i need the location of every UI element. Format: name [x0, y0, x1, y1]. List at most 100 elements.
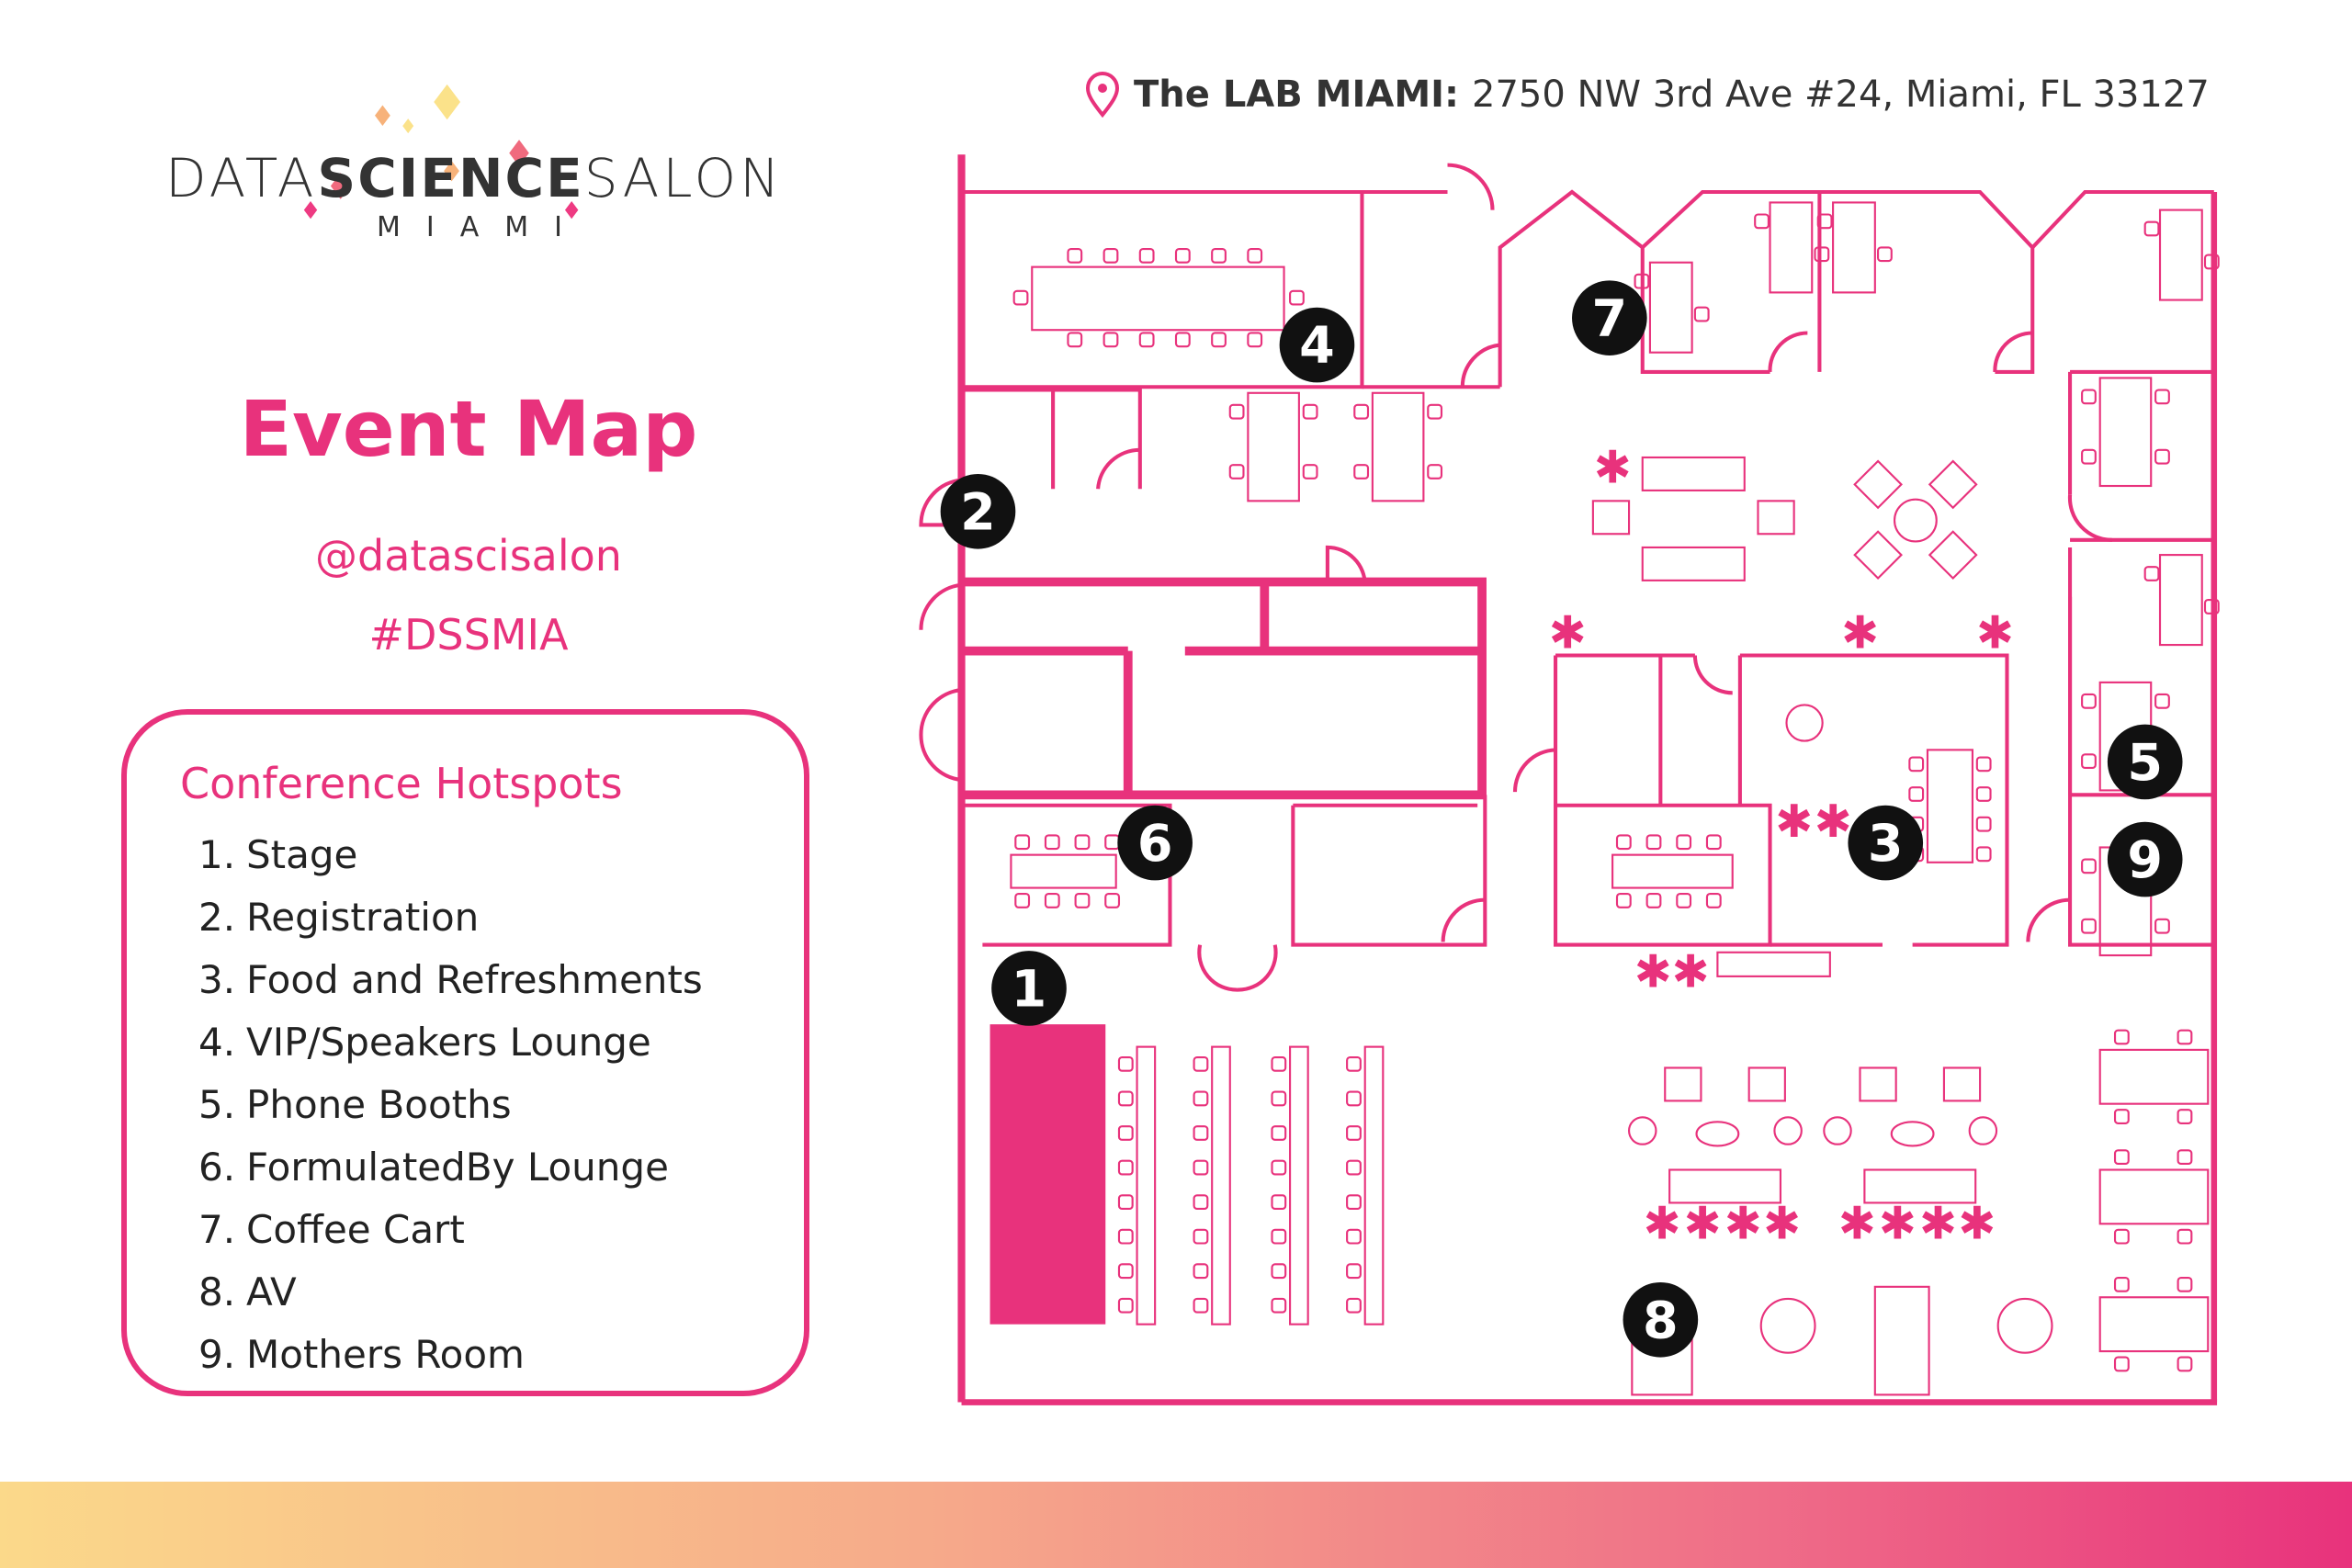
- chair: [1346, 1159, 1362, 1176]
- marker-number: 8: [1643, 1291, 1679, 1350]
- chair: [2081, 448, 2097, 465]
- marker-number: 5: [2127, 733, 2163, 793]
- chair: [1102, 247, 1119, 264]
- chair: [1346, 1228, 1362, 1245]
- chair: [1975, 846, 1992, 863]
- hotspot-label: FormulatedBy Lounge: [246, 1145, 669, 1190]
- chair: [2143, 220, 2160, 237]
- chair: [1814, 246, 1830, 263]
- logo-wordmark: DATASCIENCESALON: [165, 147, 784, 209]
- logo-diamond: [434, 84, 461, 120]
- chair: [2177, 1029, 2193, 1045]
- chair: [1117, 1159, 1134, 1176]
- chair: [1193, 1228, 1209, 1245]
- table: [1136, 1045, 1157, 1325]
- chair: [1975, 816, 1992, 832]
- marker-number: 1: [1012, 960, 1047, 1020]
- hotspot-label: Phone Booths: [246, 1082, 512, 1127]
- chair: [1228, 403, 1245, 420]
- hotspots-title: Conference Hotspots: [180, 759, 623, 808]
- chair: [1117, 1125, 1134, 1141]
- chair: [1174, 247, 1191, 264]
- chair: [1067, 247, 1083, 264]
- chair: [2154, 448, 2170, 465]
- hotspot-number: 5.: [198, 1082, 236, 1127]
- hotspot-marker-5[interactable]: 5: [2107, 724, 2183, 800]
- chair: [1228, 464, 1245, 479]
- venue-address: The LAB MIAMI: 2750 NW 3rd Ave #24, Miam…: [1084, 72, 2210, 118]
- hotspot-label: Registration: [246, 895, 480, 940]
- plant-icon: ✱: [1879, 1198, 1917, 1250]
- chair: [1044, 893, 1060, 908]
- table: [2158, 554, 2203, 647]
- table: [1247, 391, 1300, 502]
- table: [1832, 201, 1876, 294]
- chair: [2081, 918, 2097, 934]
- hotspot-item: 3.Food and Refreshments: [198, 957, 703, 1020]
- hotspot-number: 2.: [198, 895, 236, 940]
- table: [1926, 749, 1973, 863]
- hotspot-number: 1.: [198, 832, 236, 877]
- marker-number: 2: [960, 482, 996, 542]
- chair: [2154, 918, 2170, 934]
- chair: [1117, 1228, 1134, 1245]
- chair: [1012, 289, 1029, 306]
- chair: [1193, 1055, 1209, 1072]
- hotspot-marker-9[interactable]: 9: [2107, 821, 2183, 897]
- table: [1211, 1045, 1231, 1325]
- chair: [1138, 332, 1155, 348]
- hotspot-marker-8[interactable]: 8: [1623, 1281, 1699, 1358]
- plant-icon: ✱: [1976, 606, 2014, 659]
- marker-number: 6: [1137, 814, 1173, 874]
- map-pin-icon: [1085, 72, 1120, 118]
- chair: [1102, 332, 1119, 348]
- chair: [1271, 1228, 1287, 1245]
- marker-number: 9: [2127, 830, 2163, 890]
- table: [2158, 209, 2203, 301]
- chair: [2203, 254, 2220, 270]
- plant-icon: ✱: [1671, 945, 1709, 998]
- hotspot-marker-6[interactable]: 6: [1117, 805, 1193, 881]
- hotspot-marker-4[interactable]: 4: [1279, 307, 1355, 383]
- venue-street: 2750 NW 3rd Ave #24, Miami, FL 33127: [1472, 73, 2210, 116]
- chair: [2177, 1228, 2193, 1245]
- social-handle: @datascisalon: [315, 531, 622, 581]
- hotspot-number: 6.: [198, 1145, 236, 1190]
- hotspot-marker-2[interactable]: 2: [940, 473, 1016, 549]
- hotspot-number: 4.: [198, 1020, 236, 1065]
- chair: [1117, 1194, 1134, 1211]
- social-hashtag: #DSSMIA: [368, 610, 569, 660]
- hotspot-marker-7[interactable]: 7: [1572, 280, 1647, 355]
- plant-icon: ✱: [1724, 1198, 1762, 1250]
- plant-icon: ✱: [1634, 945, 1672, 998]
- chair: [2143, 566, 2160, 581]
- chair: [1816, 213, 1833, 230]
- chair: [1271, 1090, 1287, 1107]
- plant-icon: ✱: [1775, 795, 1813, 848]
- table: [1363, 1045, 1385, 1325]
- logo-diamond: [375, 105, 390, 126]
- hotspot-number: 8.: [198, 1269, 236, 1314]
- chair: [1247, 247, 1263, 264]
- page-title: Event Map: [239, 384, 698, 474]
- chair: [1693, 306, 1710, 322]
- plant-icon: ✱: [1643, 1198, 1680, 1250]
- chair: [1117, 1055, 1134, 1072]
- hotspot-marker-3[interactable]: 3: [1848, 805, 1924, 881]
- hotspot-label: Mothers Room: [246, 1332, 525, 1377]
- logo-subtitle: MIAMI: [377, 211, 588, 243]
- hotspot-item: 7.Coffee Cart: [198, 1207, 703, 1269]
- hotspot-item: 1.Stage: [198, 832, 703, 895]
- chair: [1117, 1090, 1134, 1107]
- chair: [1645, 893, 1662, 908]
- plant-icon: ✱: [1763, 1198, 1801, 1250]
- chair: [1754, 213, 1770, 230]
- hotspot-label: Stage: [246, 832, 358, 877]
- hotspot-marker-1[interactable]: 1: [991, 951, 1067, 1026]
- chair: [1104, 834, 1121, 851]
- chair: [2081, 693, 2097, 709]
- hotspot-item: 9.Mothers Room: [198, 1332, 703, 1394]
